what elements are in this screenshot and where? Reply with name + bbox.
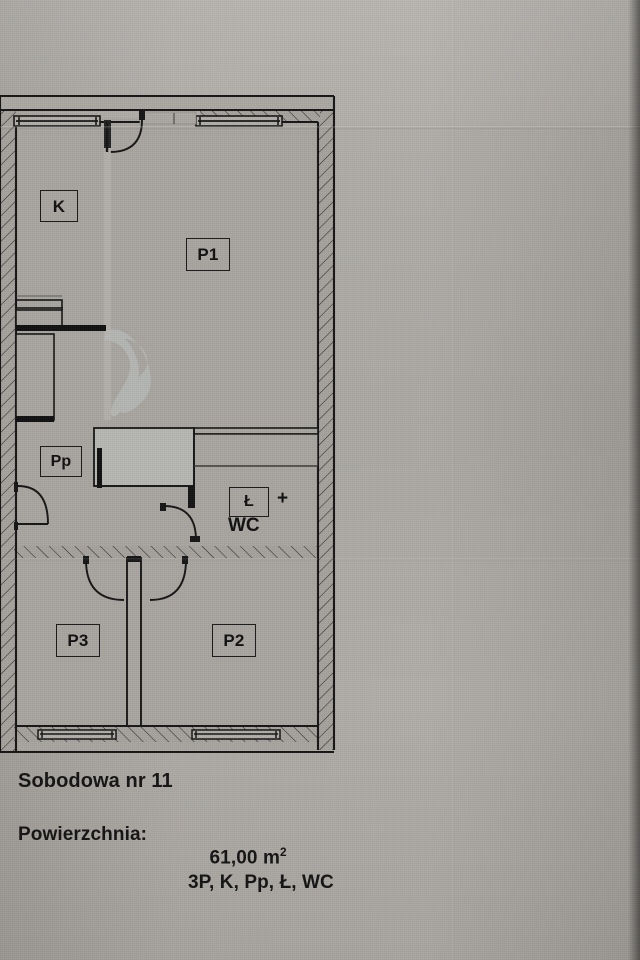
photocopy-smudge bbox=[104, 329, 151, 417]
door-entry bbox=[14, 482, 49, 530]
bath-block-walls bbox=[93, 427, 319, 508]
room-label-bathroom: Ł bbox=[229, 487, 269, 517]
door-top-balcony bbox=[109, 110, 197, 153]
caption-area-value: 61,00 m2 bbox=[188, 824, 287, 891]
window-bottom-left bbox=[37, 729, 117, 740]
partition-p3-p2 bbox=[126, 556, 142, 727]
room-label-p1: P1 bbox=[186, 238, 230, 271]
window-top-left bbox=[13, 115, 101, 127]
room-label-wc: WC bbox=[228, 515, 260, 536]
partition-kitchen-living bbox=[104, 120, 111, 420]
door-wc bbox=[160, 503, 200, 542]
caption-area-label: Powierzchnia: bbox=[18, 824, 148, 845]
room-label-kitchen: K bbox=[40, 190, 78, 222]
window-bottom-right bbox=[191, 729, 281, 740]
bathroom-plus-sign: + bbox=[277, 488, 289, 509]
room-label-p3: P3 bbox=[56, 624, 100, 657]
door-p3 bbox=[83, 556, 125, 601]
room-label-pp: Pp bbox=[40, 446, 82, 477]
window-top-right bbox=[195, 115, 283, 127]
construction-lines bbox=[16, 295, 318, 467]
caption-address: Sobodowa nr 11 bbox=[18, 770, 173, 792]
door-p2 bbox=[149, 556, 188, 601]
caption-composition: 3P, K, Pp, Ł, WC bbox=[188, 872, 334, 893]
room-label-p2: P2 bbox=[212, 624, 256, 657]
caption-area-unit-exponent: 2 bbox=[279, 846, 287, 859]
caption-area-number: 61,00 m bbox=[209, 847, 280, 869]
kitchen-fixtures bbox=[15, 299, 106, 422]
